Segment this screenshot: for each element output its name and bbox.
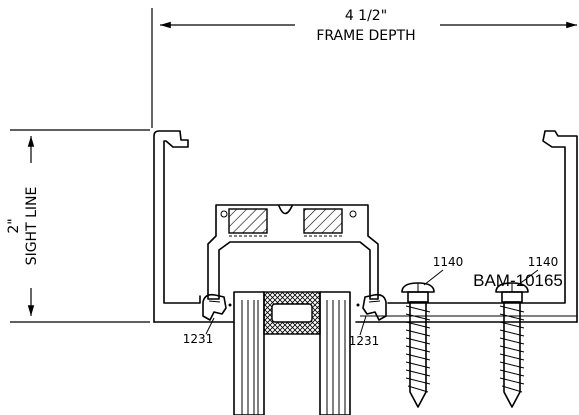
sight-line-dimension: SIGHT LINE 2" [6, 129, 150, 323]
frame-depth-value: 4 1/2" [345, 8, 387, 24]
sight-line-label: SIGHT LINE [24, 187, 40, 266]
screw-left-icon [401, 282, 435, 408]
gasket-left-callout: 1231 [183, 332, 214, 346]
sight-line-value: 2" [6, 218, 22, 233]
frame-depth-dimension: 4 1/2" FRAME DEPTH [151, 8, 577, 128]
screw-right-callout: 1140 [528, 255, 559, 269]
frame-depth-label: FRAME DEPTH [316, 28, 415, 44]
glass-pane-right [319, 291, 351, 415]
gasket-right-callout: 1231 [349, 334, 380, 348]
frame-extrusion [153, 130, 578, 323]
spacer-block [263, 291, 321, 335]
screw-right-icon [495, 282, 529, 408]
screw-left-callout: 1140 [433, 255, 464, 269]
gasket-left [202, 293, 232, 321]
gasket-right [356, 293, 387, 321]
glass-pane-left [233, 291, 265, 415]
glazing-bar [207, 204, 379, 300]
callouts: 1231 1231 1140 1140 BAM-10165 [183, 255, 563, 348]
part-number-label: BAM-10165 [473, 271, 563, 290]
